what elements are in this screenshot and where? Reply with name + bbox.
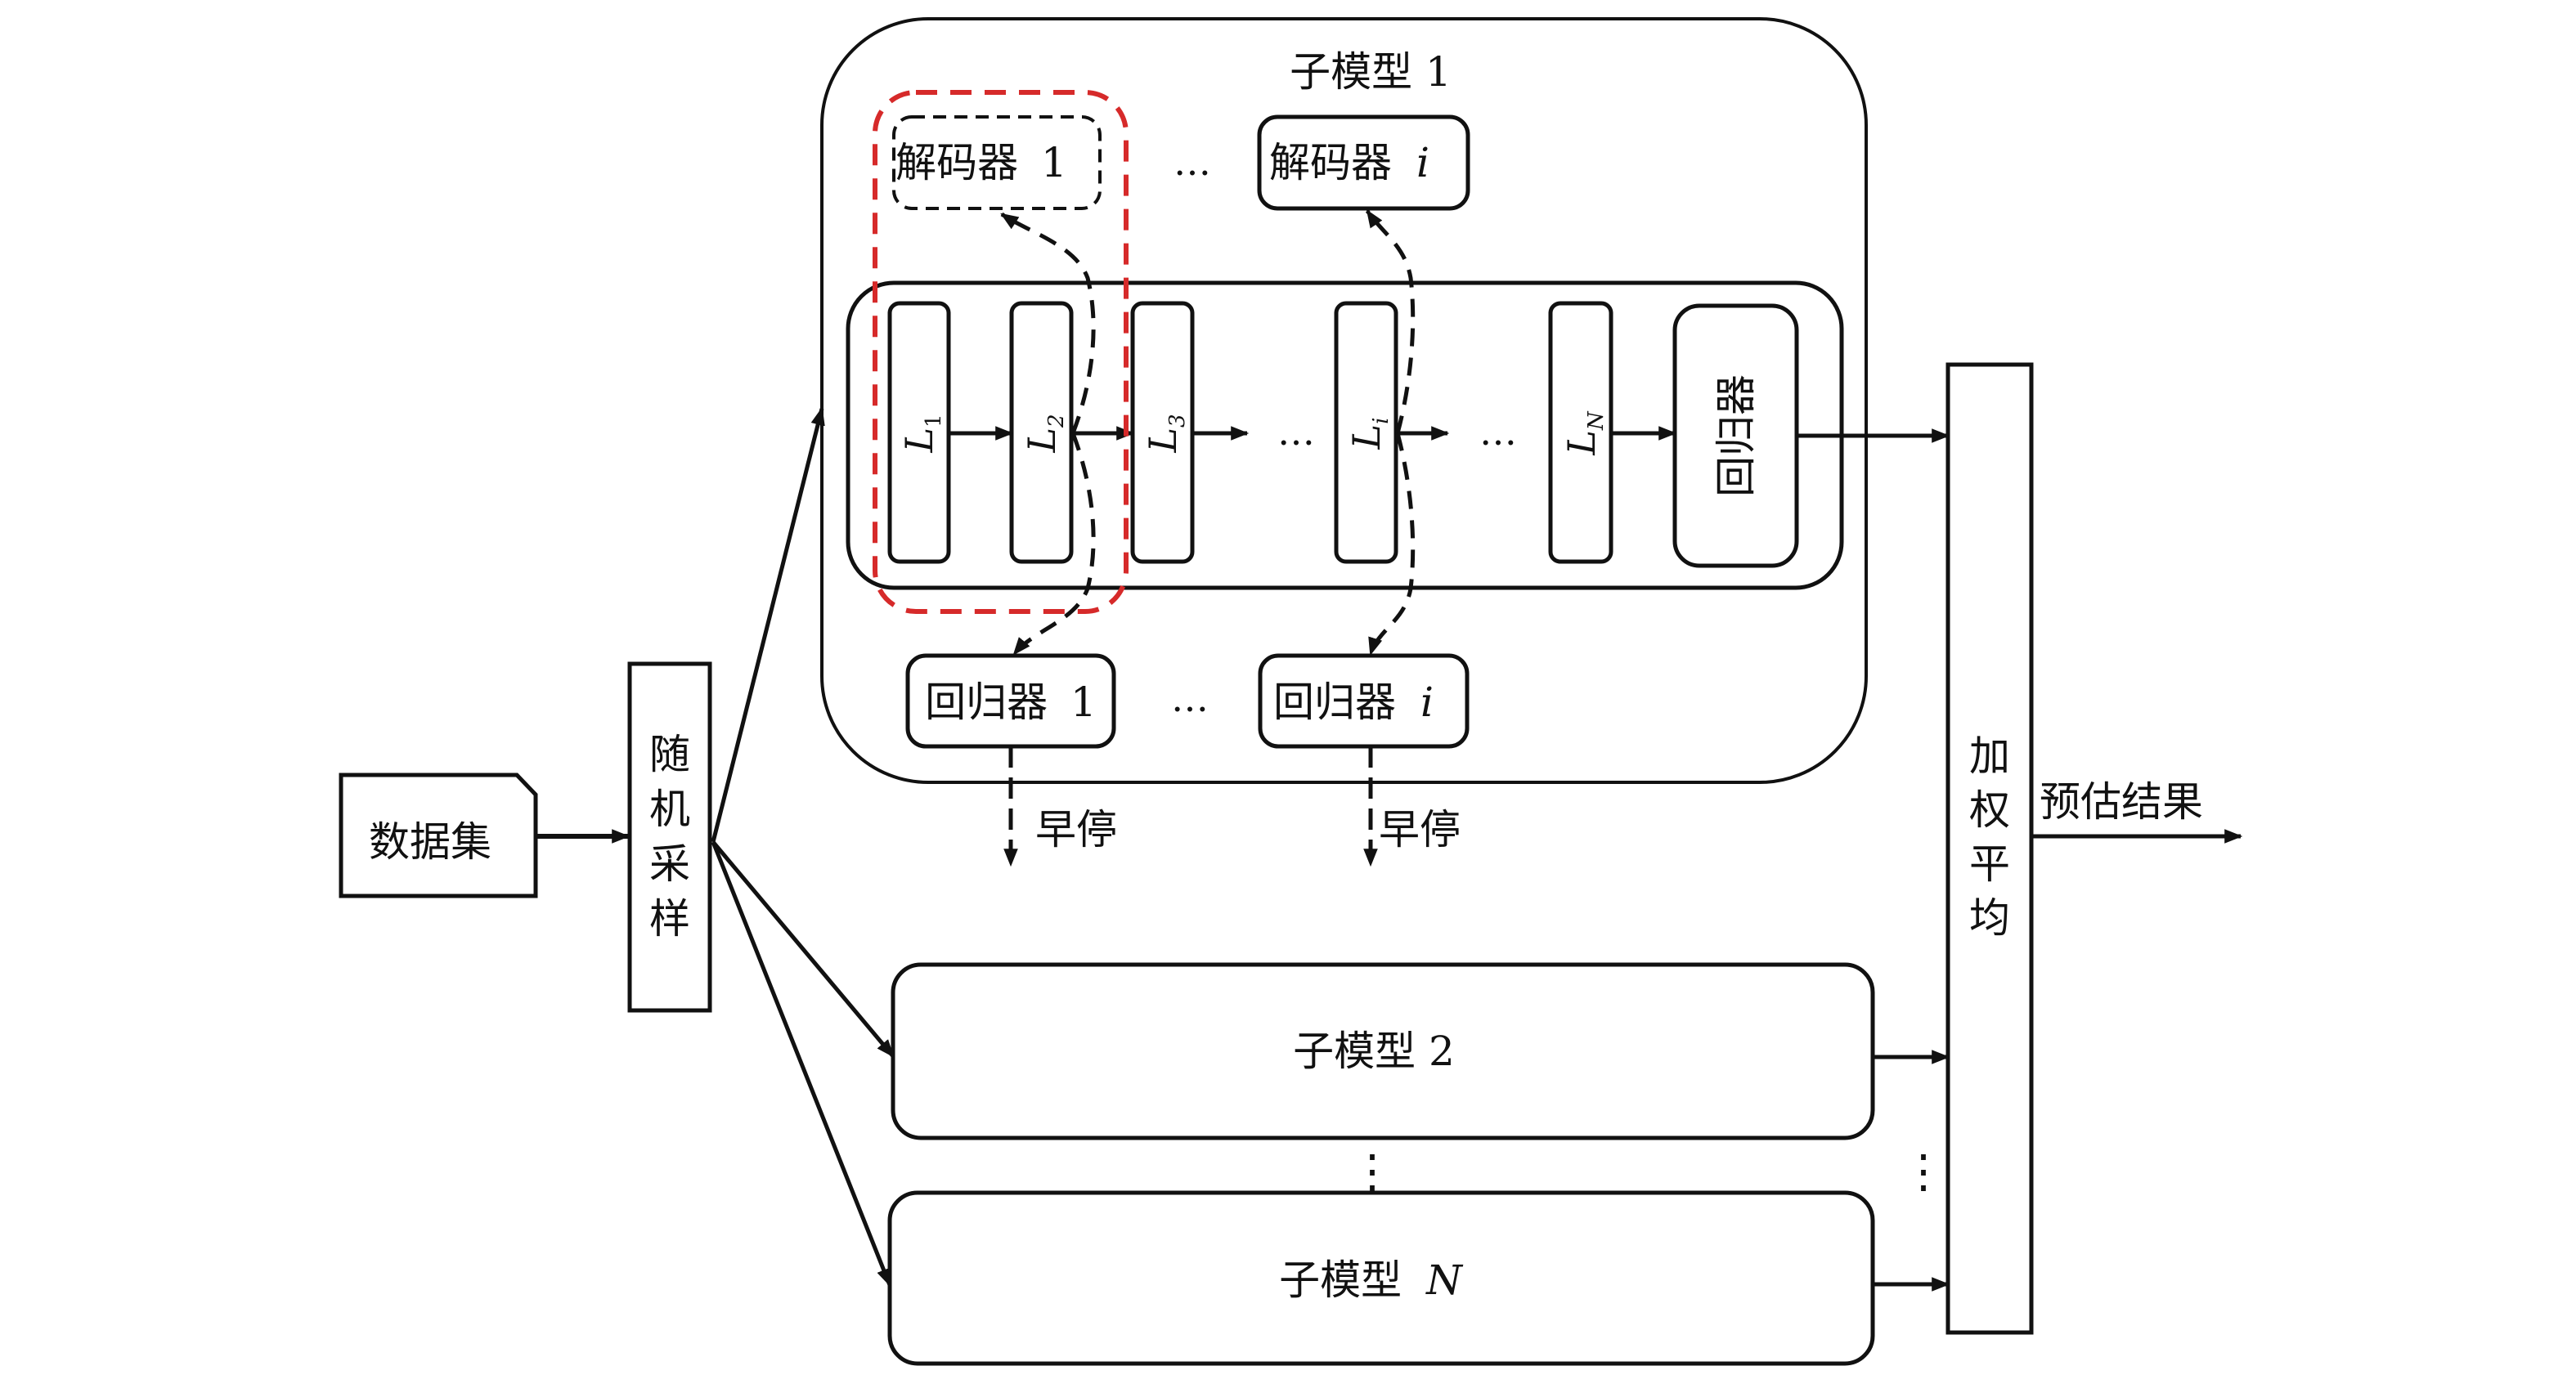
decoder-1-label: 解码器 1 [895,139,1067,186]
decoder-i-box [1257,114,1470,211]
dataset-node: 数据集 [339,773,538,898]
dataset-label: 数据集 [369,818,491,866]
prediction-output-label: 预估结果 [2040,778,2203,826]
layer-l3: L3 [1130,301,1195,564]
submodel-vertical-ellipsis: ⋮ [1349,1145,1395,1198]
submodel-2-label: 子模型 2 [1293,1028,1455,1075]
regressor-1-early-stop-label: 早停 [1035,806,1117,853]
decoder-i-index: i [1416,139,1429,186]
random-sampling-box [627,661,712,1013]
main-regressor: 回归器 [1672,303,1799,568]
weighted-average-char: 平 [1969,840,2010,888]
layer-ellipsis-2: … [1479,410,1517,454]
decoder-i: 解码器 i [1257,114,1470,211]
decoder-i-label: 解码器 i [1269,139,1429,186]
submodel-n-text: 子模型 [1279,1256,1402,1304]
layer-l1-label: L1 [897,414,946,453]
weighted-average-char: 权 [1969,786,2010,834]
random-sampling-char: 随 [649,731,690,778]
layer-ln-label: LN [1560,410,1609,456]
output-vertical-ellipsis: ⋮ [1901,1145,1946,1198]
li-to-regressor-i-dashed-arrow [1368,432,1416,656]
submodel-n-index: N [1425,1256,1464,1304]
submodel-n: 子模型 N [887,1190,1875,1366]
l2-to-regressor-1-dashed-arrow [1012,432,1096,656]
submodel-2: 子模型 2 [891,962,1875,1140]
submodel-2-box [891,962,1875,1140]
submodel-n-label: 子模型 N [1279,1256,1464,1304]
layer-li-label: Li [1344,418,1393,450]
layer-l2-label: L2 [1020,414,1069,453]
layer-ellipsis-1: … [1277,410,1315,454]
decoder-1-index: 1 [1041,139,1067,186]
regressor-i-box [1258,653,1470,749]
layer-l1: L1 [887,301,951,564]
sampling-to-submodel-2-arrow [711,840,895,1058]
submodel-n-box [887,1190,1875,1366]
layer-l3-label: L3 [1141,414,1190,453]
regressor-i-label: 回归器 i [1273,679,1434,726]
submodel-1: 子模型 1 解码器 1 … 解码器 i L1 [820,17,1868,867]
sampling-to-submodel-n-arrow [711,841,892,1288]
layer-l2: L2 [1009,301,1074,564]
regressor-i-text: 回归器 [1273,679,1396,726]
decoder-1-text: 解码器 [895,139,1018,186]
weighted-average-box [1945,362,2034,1335]
decoder-ellipsis: … [1174,140,1211,184]
random-sampling-node: 随 机 采 样 [627,661,712,1013]
l2-to-decoder-1-dashed-arrow [1000,212,1096,434]
regressor-1-label: 回归器 1 [925,679,1097,726]
regressor-ellipsis: … [1171,676,1209,720]
dataset-box [339,773,538,898]
main-regressor-label: 回归器 [1712,374,1760,497]
regressor-i: 回归器 i [1258,653,1470,749]
decoder-i-text: 解码器 [1269,139,1392,186]
highlight-box [873,90,1129,614]
layer-ln: LN [1548,301,1613,564]
weighted-average-char: 均 [1969,894,2010,942]
regressor-i-index: i [1420,679,1434,726]
submodel-1-title: 子模型 1 [1290,48,1452,96]
decoder-1-box [892,115,1102,210]
random-sampling-char: 样 [649,895,690,943]
submodel-1-box [820,17,1868,784]
li-to-decoder-i-dashed-arrow [1365,209,1416,434]
regressor-1: 回归器 1 [905,653,1116,749]
layer-li: Li [1334,301,1398,564]
regressor-1-index: 1 [1070,679,1097,726]
sampling-to-submodel-1-arrow [711,406,825,843]
regressor-1-text: 回归器 [925,679,1048,726]
decoder-1: 解码器 1 [892,115,1102,210]
random-sampling-char: 采 [649,840,690,888]
regressor-i-early-stop-label: 早停 [1379,806,1461,853]
random-sampling-char: 机 [649,786,690,833]
weighted-average-char: 加 [1969,732,2010,780]
weighted-average-node: 加 权 平 均 [1945,362,2034,1335]
